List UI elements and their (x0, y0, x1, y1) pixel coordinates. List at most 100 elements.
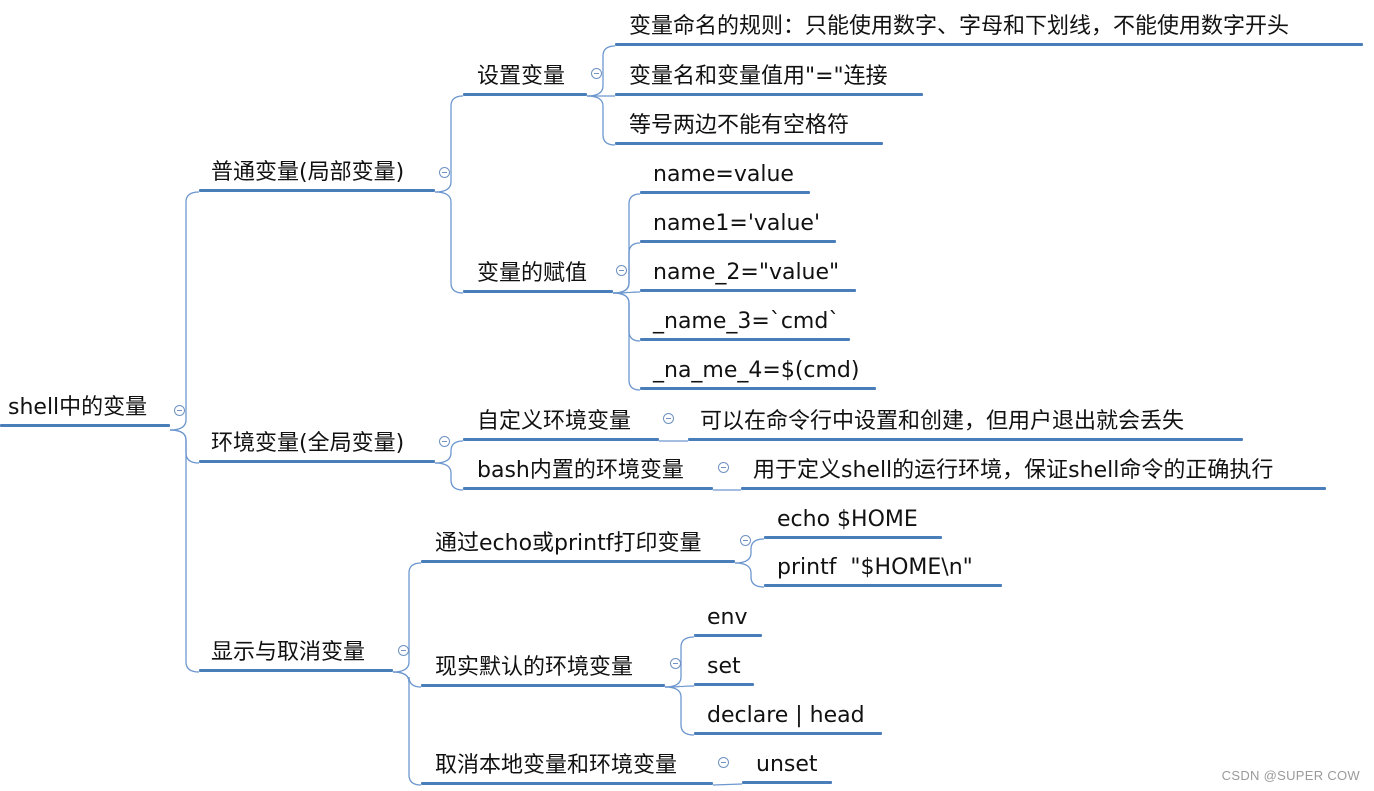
leaf-assign-backtick[interactable]: _name_3=`cmd` (640, 305, 850, 341)
connector-line (612, 292, 641, 391)
branch-label: 普通变量(局部变量) (211, 160, 405, 185)
node-label: 取消本地变量和环境变量 (435, 753, 678, 778)
leaf-naming-rule[interactable]: 变量命名的规则：只能使用数字、字母和下划线，不能使用数字开头 (615, 10, 1363, 46)
collapse-show-default-env-icon[interactable] (670, 658, 681, 669)
connector-line (586, 95, 616, 146)
connector-line (169, 191, 200, 431)
connector-line (734, 562, 765, 588)
leaf-underline (640, 387, 876, 390)
leaf-underline (640, 240, 836, 243)
branch-environment-variables[interactable]: 环境变量(全局变量) (199, 427, 435, 463)
leaf-assign-subshell[interactable]: _na_me_4=$(cmd) (640, 354, 876, 390)
leaf-equals-connect[interactable]: 变量名和变量值用"="连接 (615, 60, 923, 96)
leaf-label: _name_3=`cmd` (653, 309, 840, 334)
leaf-label: unset (756, 752, 818, 777)
collapse-unset-variables-icon[interactable] (718, 757, 729, 768)
leaf-declare-head[interactable]: declare | head (694, 699, 882, 735)
leaf-label: name=value (653, 162, 794, 187)
connector-line (612, 242, 641, 294)
leaf-label: _na_me_4=$(cmd) (653, 358, 860, 383)
leaf-label: name1='value' (653, 211, 821, 236)
leaf-custom-env-desc[interactable]: 可以在命令行中设置和创建，但用户退出就会丢失 (688, 405, 1243, 441)
csdn-watermark: CSDN @SUPER COW (1221, 768, 1360, 783)
node-underline (463, 93, 587, 96)
node-label: 现实默认的环境变量 (435, 655, 634, 680)
connector-line (664, 686, 695, 736)
leaf-bash-builtin-desc[interactable]: 用于定义shell的运行环境，保证shell命令的正确执行 (741, 454, 1326, 490)
node-underline (421, 684, 665, 687)
leaf-assign-single-quote[interactable]: name1='value' (640, 207, 836, 243)
connector-line (612, 292, 641, 342)
collapse-set-variable-icon[interactable] (591, 68, 602, 79)
leaf-underline (615, 93, 923, 96)
leaf-label: env (707, 605, 748, 630)
leaf-set[interactable]: set (694, 650, 754, 686)
collapse-environment-variables-icon[interactable] (439, 436, 450, 447)
collapse-variable-assignment-icon[interactable] (616, 265, 627, 276)
node-set-variable[interactable]: 设置变量 (463, 60, 587, 96)
leaf-echo-home[interactable]: echo $HOME (764, 503, 942, 539)
root-underline (0, 424, 170, 427)
node-underline (463, 487, 713, 490)
connector-line (612, 291, 641, 294)
collapse-local-variables-icon[interactable] (439, 167, 450, 178)
branch-show-and-unset[interactable]: 显示与取消变量 (199, 636, 393, 672)
node-underline (463, 438, 659, 441)
connector-line (586, 45, 616, 97)
connector-line (712, 783, 743, 786)
leaf-label: printf "$HOME\n" (777, 555, 973, 580)
leaf-underline (640, 191, 810, 194)
leaf-assign-plain[interactable]: name=value (640, 158, 810, 194)
node-underline (421, 782, 713, 785)
leaf-underline (764, 584, 1002, 587)
node-bash-builtin-env[interactable]: bash内置的环境变量 (463, 454, 713, 490)
leaf-underline (694, 683, 754, 686)
connector-line (434, 95, 464, 193)
node-underline (421, 560, 735, 563)
collapse-print-variable-icon[interactable] (740, 535, 751, 546)
node-label: 自定义环境变量 (477, 409, 632, 434)
node-custom-env[interactable]: 自定义环境变量 (463, 405, 659, 441)
root-node[interactable]: shell中的变量 (0, 391, 170, 427)
leaf-label: echo $HOME (777, 507, 918, 532)
connector-line (434, 440, 464, 464)
collapse-bash-builtin-env-icon[interactable] (718, 462, 729, 473)
leaf-unset[interactable]: unset (742, 748, 832, 784)
leaf-label: 用于定义shell的运行环境，保证shell命令的正确执行 (753, 458, 1274, 483)
leaf-underline (741, 487, 1326, 490)
connector-line (434, 191, 464, 294)
leaf-label: 变量命名的规则：只能使用数字、字母和下划线，不能使用数字开头 (629, 14, 1290, 39)
connector-line (664, 636, 695, 688)
node-print-variable[interactable]: 通过echo或printf打印变量 (421, 527, 735, 563)
leaf-underline (694, 732, 882, 735)
node-variable-assignment[interactable]: 变量的赋值 (463, 257, 613, 293)
leaf-underline (742, 781, 832, 784)
connector-line (392, 671, 422, 786)
connector-line (392, 562, 422, 673)
leaf-assign-double-quote[interactable]: name_2="value" (640, 256, 856, 292)
leaf-underline (764, 536, 942, 539)
leaf-label: name_2="value" (653, 260, 840, 285)
leaf-underline (640, 338, 850, 341)
collapse-custom-env-icon[interactable] (663, 413, 674, 424)
collapse-show-and-unset-icon[interactable] (398, 645, 409, 656)
connector-line (434, 462, 464, 491)
leaf-printf-home[interactable]: printf "$HOME\n" (764, 551, 1002, 587)
leaf-no-spaces[interactable]: 等号两边不能有空格符 (615, 109, 883, 145)
node-label: 变量的赋值 (477, 261, 588, 286)
leaf-underline (615, 142, 883, 145)
leaf-label: set (707, 654, 741, 679)
branch-underline (199, 460, 435, 463)
collapse-root-icon[interactable] (174, 405, 185, 416)
branch-underline (199, 189, 435, 192)
connector-line (169, 429, 200, 673)
node-unset-variables[interactable]: 取消本地变量和环境变量 (421, 749, 713, 785)
root-label: shell中的变量 (8, 395, 148, 420)
branch-label: 环境变量(全局变量) (211, 431, 405, 456)
leaf-env[interactable]: env (694, 601, 762, 637)
node-show-default-env[interactable]: 现实默认的环境变量 (421, 651, 665, 687)
branch-local-variables[interactable]: 普通变量(局部变量) (199, 156, 435, 192)
leaf-underline (694, 634, 762, 637)
